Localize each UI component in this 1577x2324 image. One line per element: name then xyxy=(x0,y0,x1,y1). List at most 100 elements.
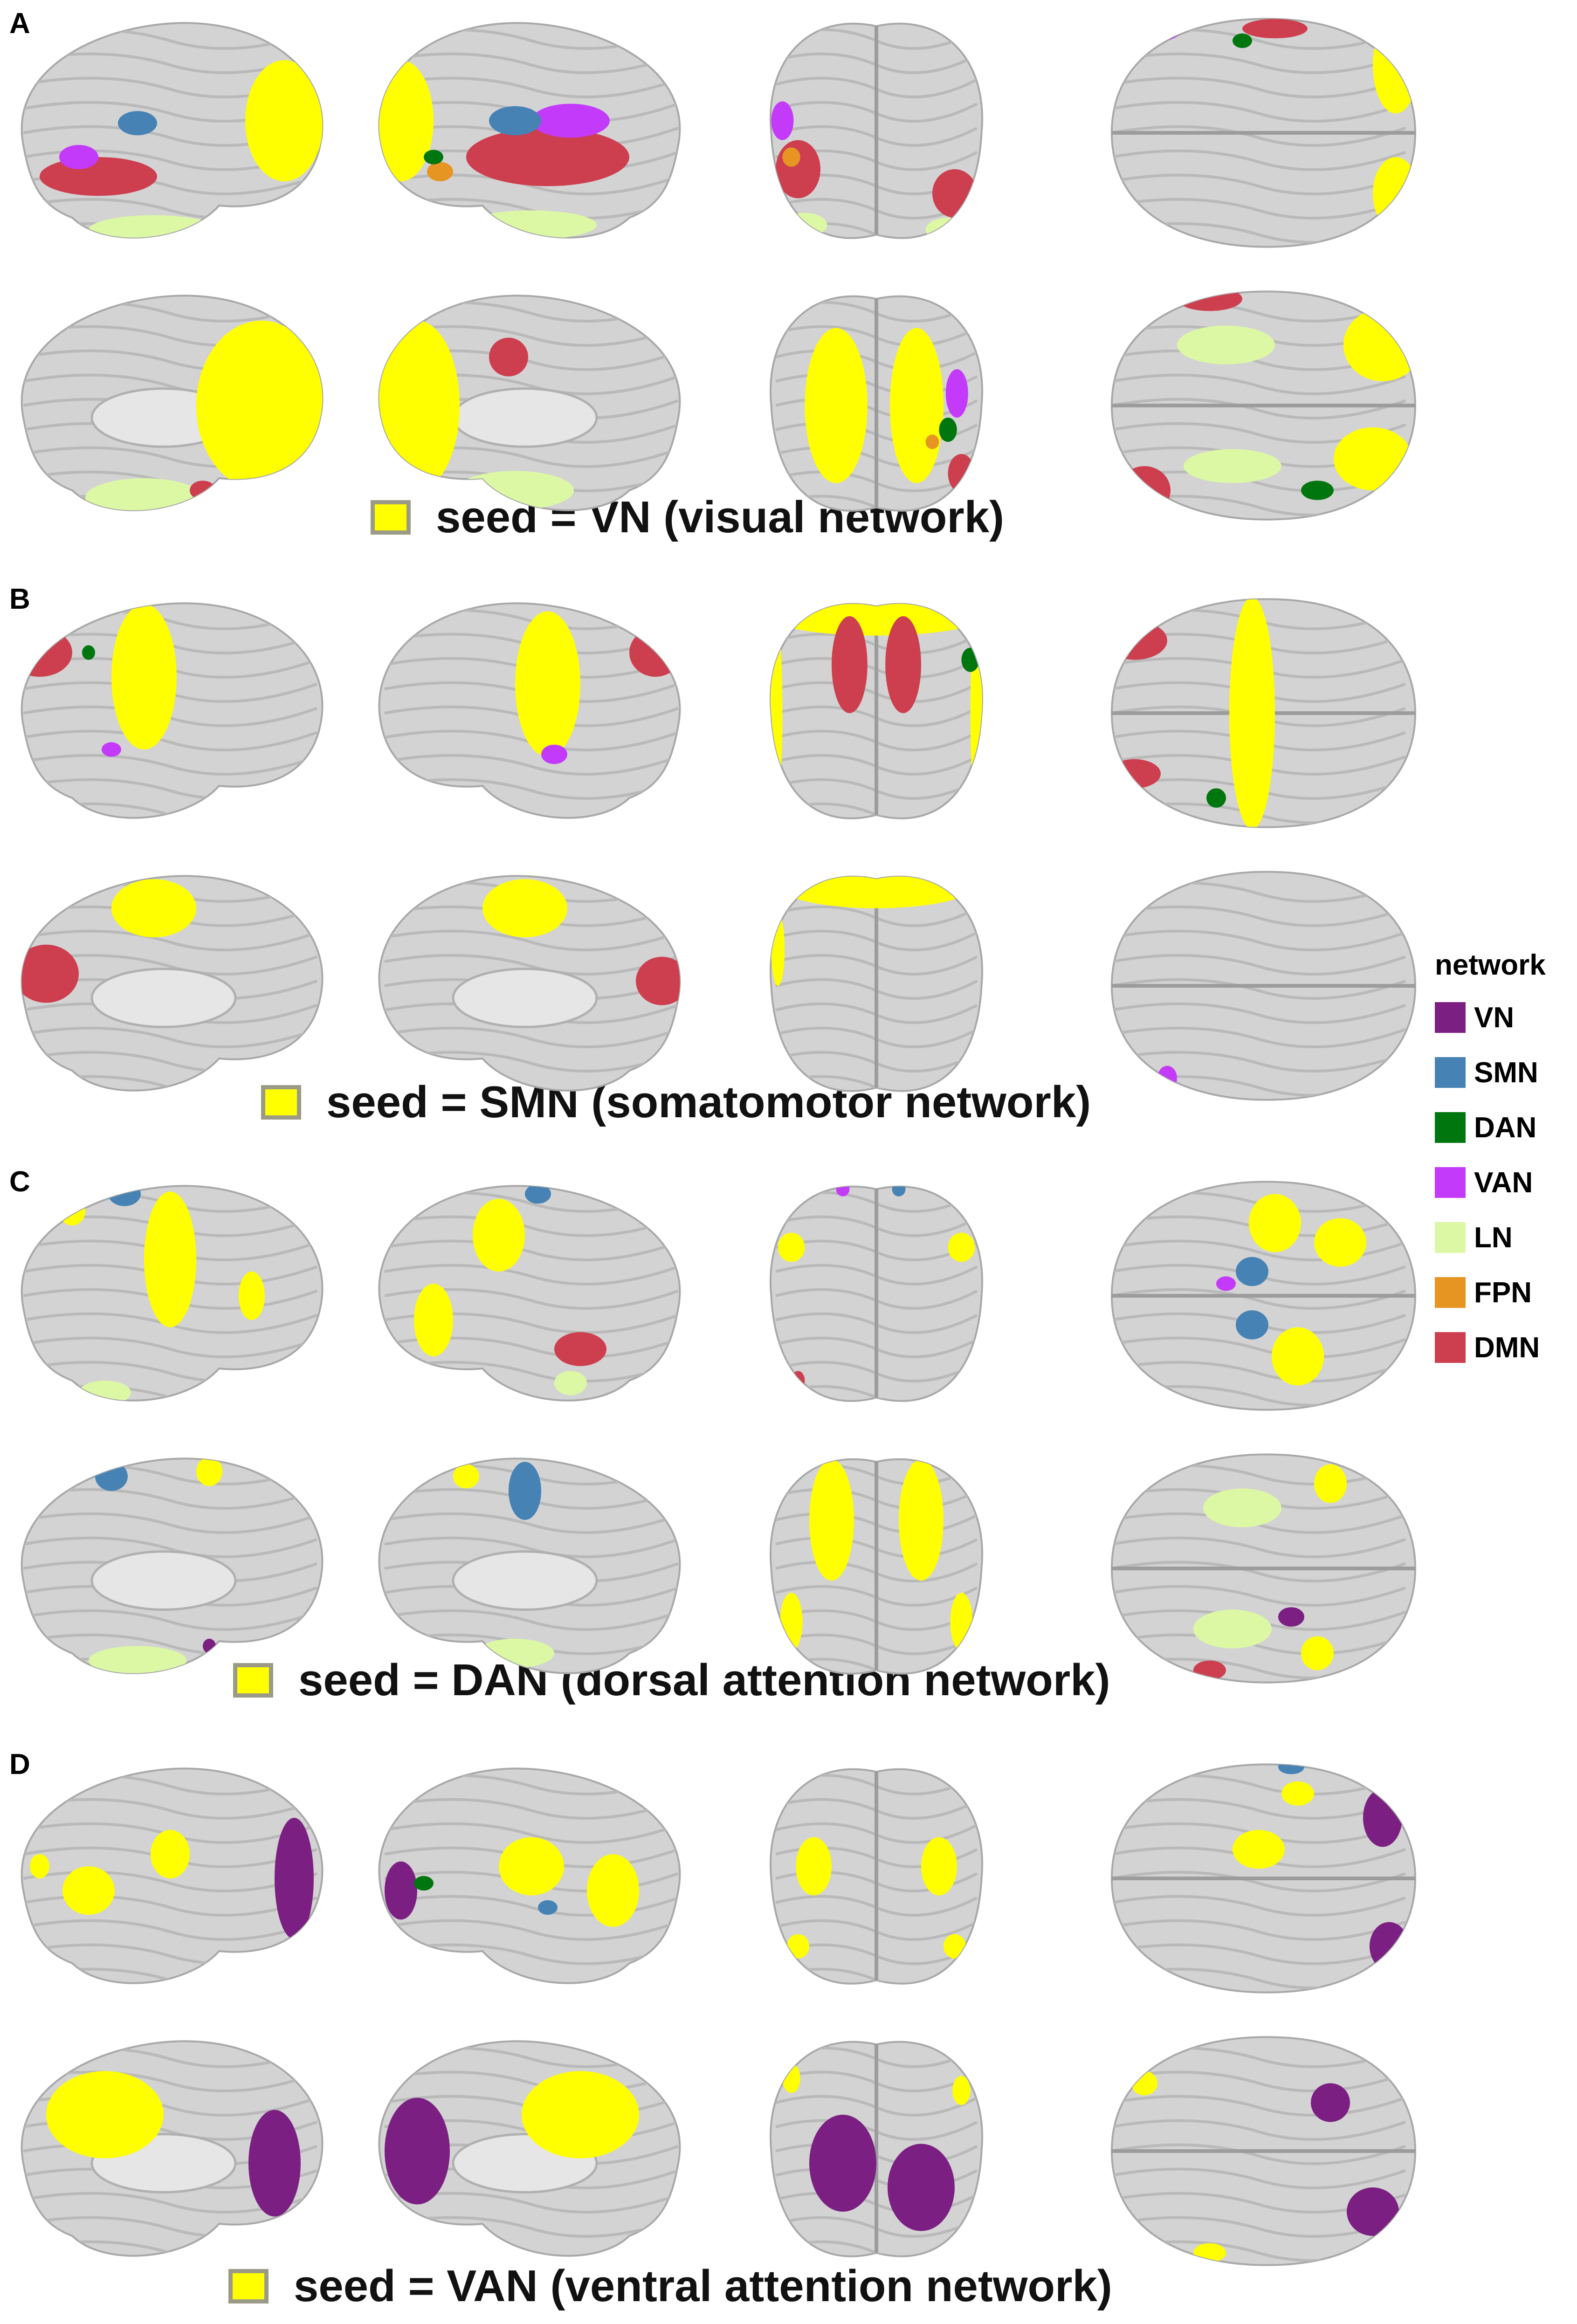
region-dmn xyxy=(466,128,629,186)
seed-caption-d: seed = VAN (ventral attention network) xyxy=(228,2261,1112,2312)
region-vn xyxy=(1363,1788,1402,1847)
legend-item-vn: VN xyxy=(1435,990,1546,1045)
sulcus-line xyxy=(1112,1919,1406,1941)
brain-view-d-right-medial xyxy=(378,2040,681,2257)
region-ln xyxy=(85,478,203,510)
sulcus-line xyxy=(23,1026,318,1048)
brain-view-d-superior xyxy=(1110,1763,1417,1994)
brain-view-c-superior xyxy=(1110,1181,1417,1411)
region-fpn xyxy=(925,434,939,449)
brain-view-a-right-medial xyxy=(378,295,681,511)
legend-swatch-fpn xyxy=(1435,1277,1466,1308)
sulcus-line xyxy=(384,954,679,976)
region-ln xyxy=(1184,449,1281,483)
region-seed xyxy=(771,913,785,986)
region-dmn xyxy=(791,1371,805,1390)
sulcus-line xyxy=(1112,149,1406,171)
region-seed xyxy=(805,328,868,483)
seed-caption-text-c: seed = DAN (dorsal attention network) xyxy=(298,1655,1110,1705)
sulcus-line xyxy=(1112,2119,1406,2141)
region-vn xyxy=(1278,1607,1304,1627)
sulcus-line xyxy=(1112,1943,1406,1965)
legend-swatch-vn xyxy=(1435,1002,1466,1033)
legend-label-smn: SMN xyxy=(1474,1056,1538,1089)
legend-title: network xyxy=(1435,949,1546,981)
region-ln xyxy=(89,1646,186,1673)
sulcus-line xyxy=(384,778,679,800)
region-seed xyxy=(943,1934,966,1959)
sulcus-line xyxy=(384,1609,679,1631)
region-van xyxy=(102,742,121,757)
sulcus-line xyxy=(23,1798,318,1820)
legend-item-dan: DAN xyxy=(1435,1100,1546,1155)
region-seed xyxy=(379,60,434,181)
region-dmn xyxy=(21,944,79,1003)
brain-view-d-inferior xyxy=(1110,2036,1417,2266)
region-smn xyxy=(1236,1310,1268,1340)
legend-label-fpn: FPN xyxy=(1474,1276,1532,1309)
sulcus-line xyxy=(384,1512,679,1534)
legend-label-dan: DAN xyxy=(1474,1111,1537,1144)
seed-swatch-b xyxy=(261,1085,301,1120)
region-seed xyxy=(144,1191,196,1327)
corpus-callosum xyxy=(452,1550,598,1611)
region-dan xyxy=(939,418,957,442)
region-smn xyxy=(108,1186,141,1206)
brain-view-b-posterior xyxy=(770,603,983,819)
sulcus-line xyxy=(1112,1585,1406,1607)
sulcus-line xyxy=(1112,1336,1406,1358)
region-dmn xyxy=(489,337,528,377)
region-vn xyxy=(248,2110,301,2217)
seed-swatch-a xyxy=(371,500,411,535)
sulcus-line xyxy=(23,1488,318,1510)
sulcus-line xyxy=(23,754,318,776)
sulcus-line xyxy=(1112,52,1406,74)
region-seed xyxy=(414,1284,453,1356)
brain-view-b-left-lateral xyxy=(21,602,324,819)
sulcus-line xyxy=(23,929,318,951)
sulcus-line xyxy=(1112,1361,1406,1382)
region-vn xyxy=(1311,2083,1350,2122)
region-dmn xyxy=(1177,291,1242,311)
legend-swatch-dan xyxy=(1435,1112,1466,1143)
brain-view-a-superior xyxy=(1110,18,1417,248)
brain-view-b-right-lateral xyxy=(378,602,681,819)
region-ln xyxy=(554,1371,587,1396)
sulcus-line xyxy=(1112,1536,1406,1558)
corpus-callosum xyxy=(90,1550,237,1611)
sulcus-line xyxy=(1112,1002,1406,1024)
sulcus-line xyxy=(384,1215,679,1237)
legend-label-ln: LN xyxy=(1474,1221,1513,1254)
sulcus-line xyxy=(1112,2216,1406,2238)
region-dmn xyxy=(1118,466,1171,515)
region-van xyxy=(531,103,610,138)
legend-item-dmn: DMN xyxy=(1435,1320,1546,1375)
sulcus-line xyxy=(23,1536,318,1558)
region-seed xyxy=(379,321,460,490)
brain-view-c-left-medial xyxy=(21,1458,324,1674)
legend-swatch-smn xyxy=(1435,1057,1466,1088)
sulcus-line xyxy=(1112,978,1406,1000)
sulcus-line xyxy=(1112,1051,1406,1073)
sulcus-line xyxy=(384,929,679,951)
sulcus-line xyxy=(384,52,679,74)
region-seed xyxy=(1249,1194,1301,1252)
region-smn xyxy=(1236,1257,1268,1286)
region-seed xyxy=(587,1854,639,1927)
region-seed xyxy=(1229,599,1275,827)
sulcus-line xyxy=(384,1943,679,1965)
sulcus-line xyxy=(384,754,679,776)
region-ln xyxy=(466,210,597,238)
sulcus-line xyxy=(1112,101,1406,123)
corpus-callosum xyxy=(452,968,598,1028)
sulcus-line xyxy=(1112,76,1406,98)
region-smn xyxy=(525,1186,551,1204)
region-seed xyxy=(1373,19,1415,114)
legend-item-fpn: FPN xyxy=(1435,1265,1546,1320)
region-seed xyxy=(111,604,177,749)
sulcus-line xyxy=(1112,2070,1406,2092)
region-seed xyxy=(889,328,943,483)
region-seed xyxy=(30,1854,49,1878)
region-dan xyxy=(414,1876,434,1891)
region-dmn xyxy=(832,616,868,713)
